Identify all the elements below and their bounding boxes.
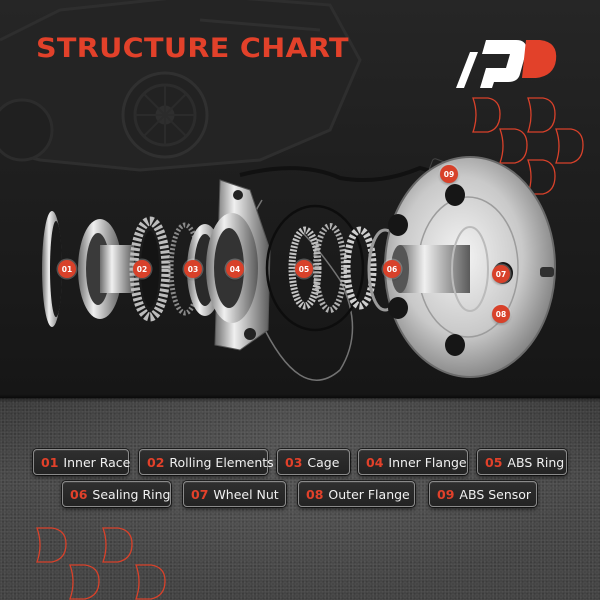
legend-label: ABS Ring	[507, 454, 565, 470]
legend-label: Sealing Ring	[92, 486, 171, 502]
legend-number: 03	[285, 454, 303, 470]
legend-item-wheel-nut: 07 Wheel Nut	[183, 481, 286, 507]
legend-number: 07	[191, 486, 209, 502]
badge-06-sealing-ring: 06	[383, 260, 401, 278]
badge-01-inner-race: 01	[58, 260, 76, 278]
legend-item-outer-flange: 08 Outer Flange	[298, 481, 415, 507]
legend-item-cage: 03 Cage	[277, 449, 350, 475]
legend-label: Rolling Elements	[169, 454, 274, 470]
legend-label: Cage	[307, 454, 340, 470]
badge-08-outer-flange: 08	[492, 305, 510, 323]
brand-logo-icon	[456, 40, 557, 88]
legend-label: Inner Flange	[388, 454, 467, 470]
badge-04-inner-flange: 04	[226, 260, 244, 278]
background-car-image	[0, 0, 362, 172]
legend-number: 01	[41, 454, 59, 470]
badge-05-abs-ring: 05	[295, 260, 313, 278]
legend-number: 05	[485, 454, 503, 470]
badge-02-rolling-elements: 02	[133, 260, 151, 278]
legend-label: Inner Race	[63, 454, 131, 470]
page-title: STRUCTURE CHART	[36, 33, 349, 64]
legend-number: 02	[147, 454, 165, 470]
legend-number: 08	[306, 486, 324, 502]
legend-number: 06	[70, 486, 88, 502]
legend-item-sealing-ring: 06 Sealing Ring	[62, 481, 171, 507]
floor-horizon	[0, 394, 600, 402]
badge-09-abs-sensor: 09	[440, 165, 458, 183]
badge-07-wheel-nut: 07	[492, 265, 510, 283]
legend-item-abs-sensor: 09 ABS Sensor	[429, 481, 537, 507]
legend-item-abs-ring: 05 ABS Ring	[477, 449, 567, 475]
legend-item-rolling-elements: 02 Rolling Elements	[139, 449, 274, 475]
hub-assembly-illustration	[42, 156, 556, 381]
decorative-d-pattern-top	[472, 97, 584, 195]
legend-item-inner-race: 01 Inner Race	[33, 449, 131, 475]
legend-label: Outer Flange	[328, 486, 410, 502]
abs-sensor-cable	[239, 165, 446, 183]
legend-item-inner-flange: 04 Inner Flange	[358, 449, 468, 475]
legend-label: Wheel Nut	[213, 486, 279, 502]
decorative-d-pattern-bottom	[36, 527, 166, 600]
badge-03-cage: 03	[184, 260, 202, 278]
legend-number: 09	[437, 486, 455, 502]
legend-number: 04	[366, 454, 384, 470]
legend-label: ABS Sensor	[459, 486, 532, 502]
